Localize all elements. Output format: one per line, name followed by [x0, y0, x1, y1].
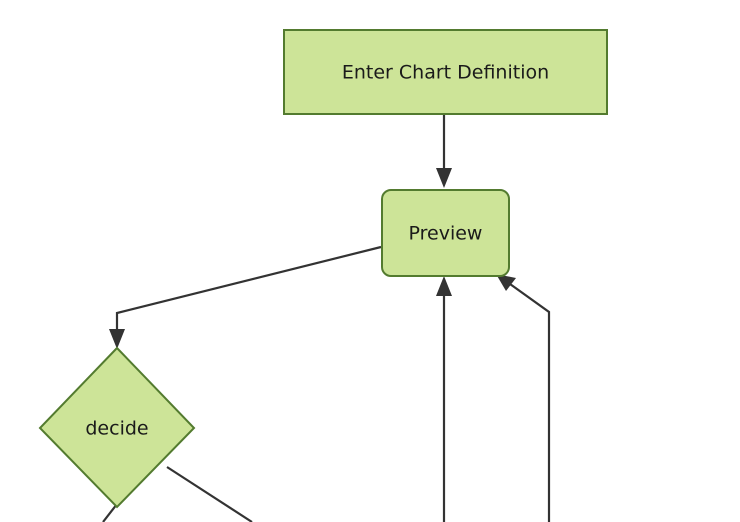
edge-line — [166, 466, 253, 522]
edge-decide-out-right — [166, 466, 253, 522]
edge-line — [509, 283, 551, 522]
node-label-decide: decide — [85, 418, 148, 440]
edge-line — [102, 503, 118, 522]
node-preview[interactable]: Preview — [381, 189, 510, 277]
node-decide[interactable]: decide — [38, 346, 196, 509]
arrowhead-icon — [109, 329, 125, 349]
edge-bottom-right-to-preview — [496, 274, 551, 522]
edge-preview-to-decide — [109, 245, 382, 349]
arrowhead-icon — [436, 168, 452, 188]
node-shape-diamond — [38, 346, 196, 509]
edge-line — [115, 245, 382, 332]
edge-bottom-center-to-preview — [436, 276, 452, 522]
node-shape-rectangle — [283, 29, 608, 115]
node-label-preview: Preview — [409, 223, 483, 245]
arrowhead-icon — [496, 274, 516, 291]
arrowhead-icon — [436, 276, 452, 296]
edge-enter-to-preview — [436, 114, 452, 188]
node-enter-chart-definition[interactable]: Enter Chart Definition — [283, 29, 608, 115]
node-shape-rounded-rectangle — [381, 189, 510, 277]
node-label-enter-chart-definition: Enter Chart Definition — [342, 62, 549, 84]
edge-decide-out-left — [102, 503, 118, 522]
